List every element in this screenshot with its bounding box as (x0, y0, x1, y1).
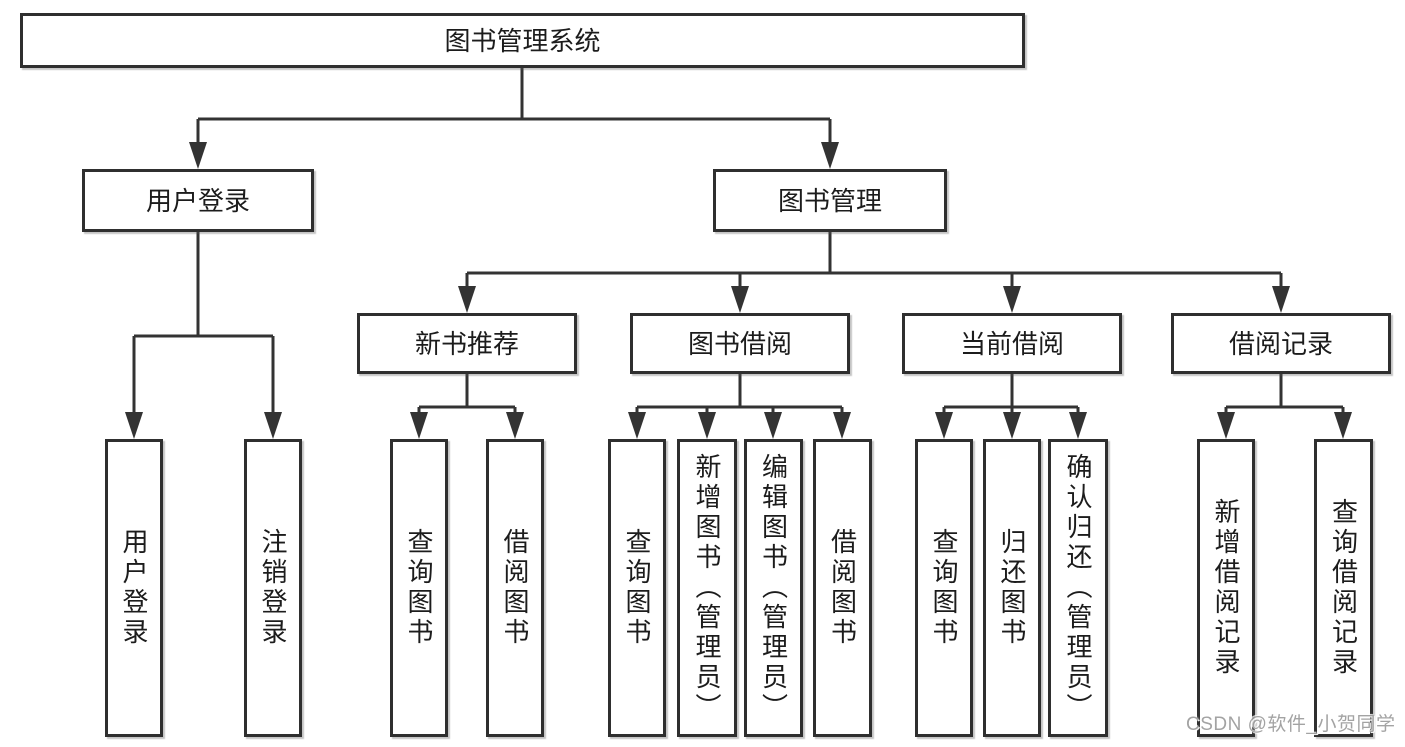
node-label: 新增借阅记录 (1211, 498, 1241, 678)
node-label: 图书借阅 (687, 328, 792, 359)
node-label: 当前借阅 (959, 328, 1064, 359)
node-label: 归还图书 (997, 528, 1027, 648)
csdn-watermark: CSDN @软件_小贺同学 (1186, 714, 1396, 735)
node-system-root: 图书管理系统 (20, 13, 1025, 68)
node-label: 确认归还（管理员） (1063, 453, 1093, 723)
node-label: 借阅图书 (827, 528, 858, 648)
connector-book-mgmt-children (458, 232, 1290, 313)
leaf-current-return: 归还图书 (983, 439, 1041, 737)
leaf-newbook-borrow: 借阅图书 (486, 439, 544, 737)
connector-user-login-children (125, 232, 282, 439)
node-new-book-recommend: 新书推荐 (357, 313, 577, 374)
connector-borrow-children (628, 374, 851, 439)
leaf-current-confirm-return-admin: 确认归还（管理员） (1048, 439, 1108, 737)
node-label: 查询图书 (929, 528, 959, 648)
leaf-user-login: 用户登录 (105, 439, 163, 737)
connector-new-books-children (410, 374, 524, 439)
node-label: 图书管理系统 (444, 25, 601, 56)
node-book-management: 图书管理 (713, 169, 947, 232)
leaf-logout: 注销登录 (244, 439, 302, 737)
leaf-borrow-edit-book-admin: 编辑图书（管理员） (744, 439, 803, 737)
leaf-newbook-query: 查询图书 (390, 439, 448, 737)
leaf-borrow-borrow-book: 借阅图书 (813, 439, 872, 737)
leaf-records-query: 查询借阅记录 (1314, 439, 1373, 737)
leaf-borrow-add-book-admin: 新增图书（管理员） (677, 439, 737, 737)
leaf-current-query: 查询图书 (915, 439, 973, 737)
connector-records-children (1217, 374, 1352, 439)
connector-current-children (935, 374, 1087, 439)
node-book-borrow: 图书借阅 (630, 313, 850, 374)
leaf-records-add: 新增借阅记录 (1197, 439, 1255, 737)
node-user-login: 用户登录 (82, 169, 314, 232)
connector-root-to-level2 (189, 68, 839, 169)
node-label: 注销登录 (258, 528, 288, 648)
leaf-borrow-query: 查询图书 (608, 439, 666, 737)
node-label: 图书管理 (777, 185, 882, 216)
node-label: 借阅记录 (1228, 328, 1333, 359)
node-label: 查询借阅记录 (1328, 498, 1359, 678)
node-label: 查询图书 (404, 528, 434, 648)
node-label: 新增图书（管理员） (692, 453, 722, 723)
node-label: 用户登录 (145, 185, 250, 216)
node-label: 用户登录 (119, 528, 149, 648)
node-label: 借阅图书 (500, 528, 530, 648)
node-current-borrow: 当前借阅 (902, 313, 1122, 374)
node-label: 查询图书 (622, 528, 652, 648)
node-label: 新书推荐 (414, 328, 519, 359)
node-label: 编辑图书（管理员） (758, 453, 789, 723)
node-borrow-records: 借阅记录 (1171, 313, 1391, 374)
